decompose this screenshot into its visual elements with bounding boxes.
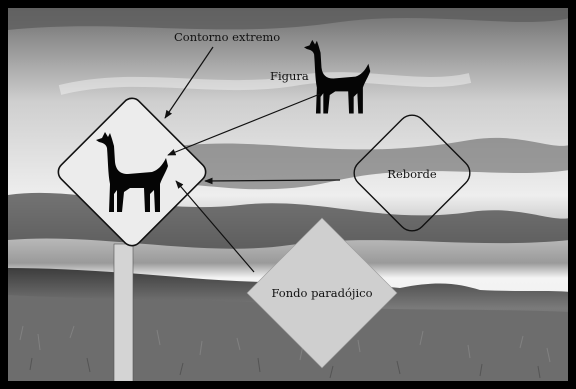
arrow-reborde [204, 177, 341, 185]
road-sign-diamond [57, 97, 207, 247]
label-fondo: Fondo paradójico [271, 286, 372, 300]
reborde-diamond [353, 114, 471, 232]
sign-post [113, 243, 134, 384]
sign-llama-icon [96, 132, 168, 212]
figure-llama-icon [304, 39, 371, 114]
arrow-fondo [175, 180, 255, 273]
photo-background [8, 8, 570, 383]
arrow-figura [167, 93, 321, 156]
arrow-contorno [164, 46, 214, 119]
fondo-diamond [246, 217, 398, 369]
label-contorno: Contorno extremo [174, 30, 280, 44]
label-reborde: Reborde [387, 167, 437, 181]
label-figura: Figura [270, 69, 309, 83]
